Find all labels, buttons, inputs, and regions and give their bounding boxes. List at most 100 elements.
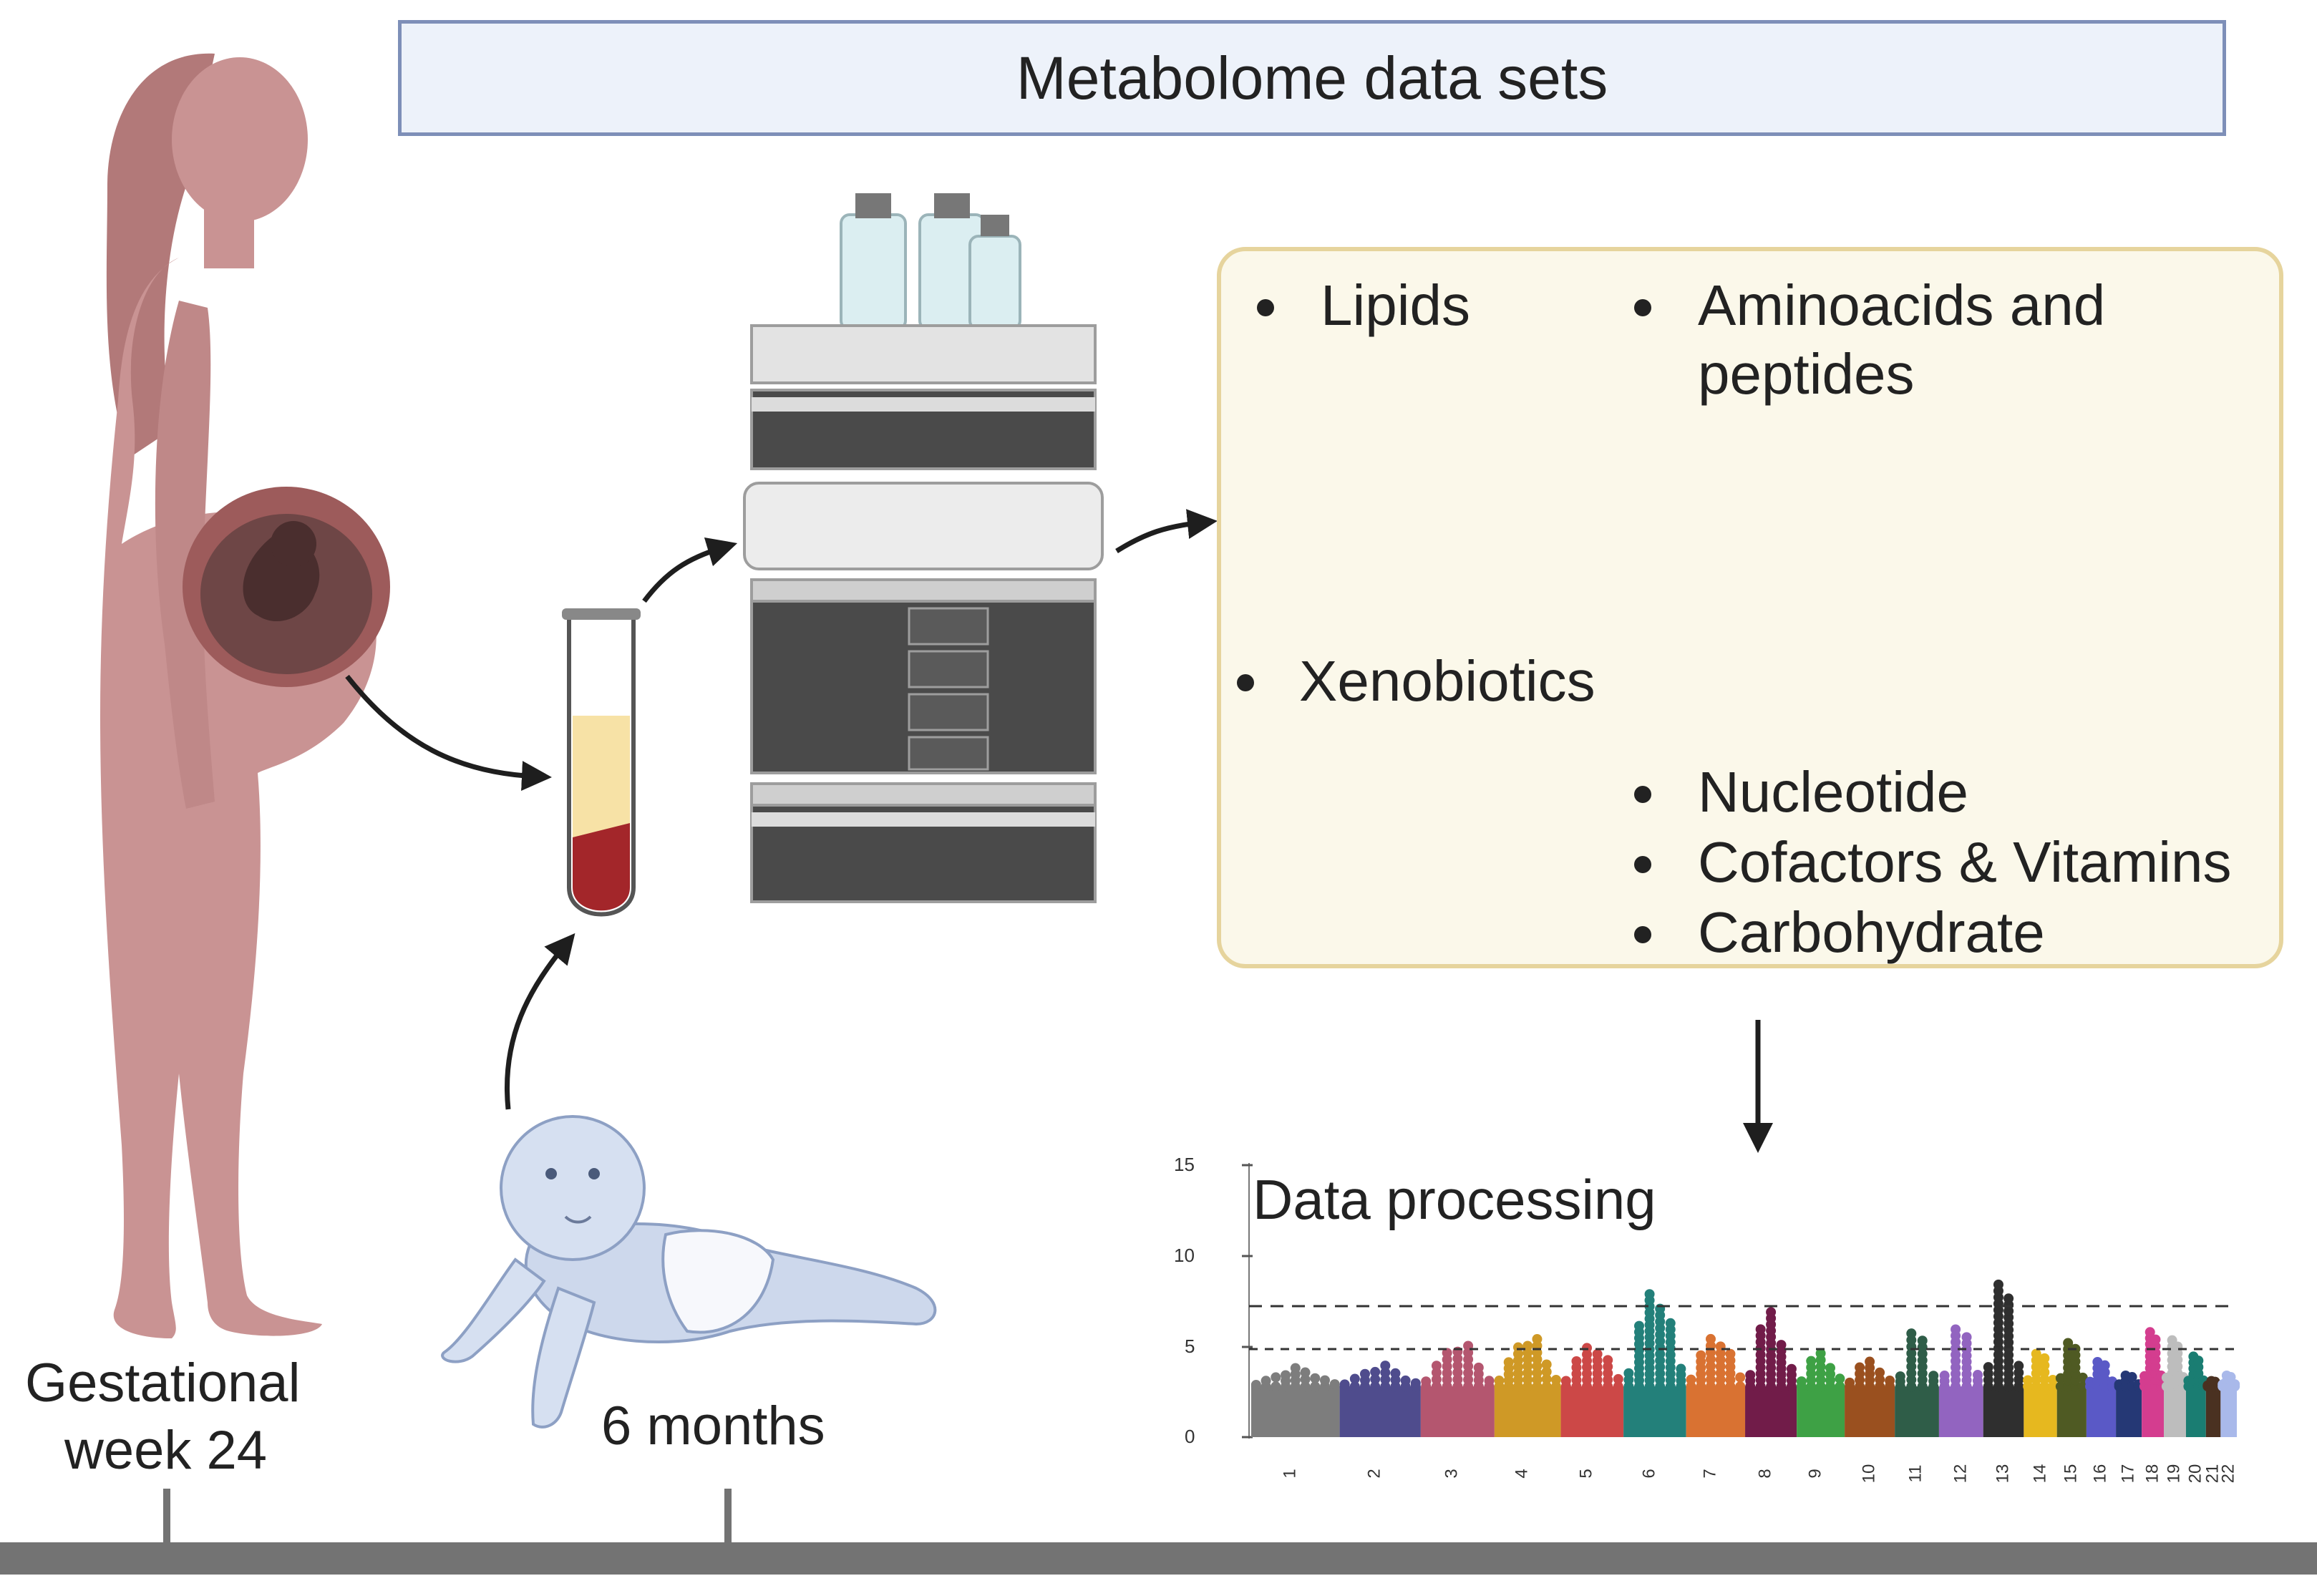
manhattan-point [1421, 1376, 1432, 1387]
chromosome-label: 17 [2118, 1464, 2138, 1484]
chromosome-block [1845, 1386, 1895, 1437]
manhattan-point [2077, 1381, 2088, 1392]
manhattan-point [2055, 1381, 2066, 1392]
manhattan-point [1928, 1371, 1939, 1381]
chromosome-label: 6 [1639, 1469, 1659, 1479]
chromosome-label: 1 [1280, 1469, 1300, 1479]
manhattan-point [1319, 1375, 1330, 1386]
chromosome-block [2205, 1386, 2221, 1437]
manhattan-point [1686, 1374, 1696, 1385]
arrow-tube-to-instrument [642, 537, 738, 603]
bullet [1634, 299, 1651, 316]
manhattan-point [1494, 1376, 1505, 1386]
lc-ms-instrument-icon [743, 193, 1104, 903]
manhattan-point [1281, 1370, 1291, 1381]
chromosome-block [2116, 1386, 2142, 1437]
manhattan-point [1541, 1359, 1552, 1370]
class-peptides: peptides [1698, 342, 1915, 406]
y-tick-label: 5 [1185, 1335, 1195, 1357]
manhattan-point [2014, 1361, 2024, 1371]
timeline [0, 1489, 2317, 1575]
chromosome-block [1895, 1386, 1939, 1437]
manhattan-point [1310, 1373, 1321, 1383]
manhattan-point [1550, 1374, 1561, 1385]
manhattan-point [2014, 1374, 2024, 1385]
manhattan-point [1745, 1370, 1756, 1381]
chromosome-block [1251, 1386, 1340, 1437]
manhattan-point [1271, 1372, 1281, 1383]
manhattan-point [2127, 1372, 2137, 1383]
chromosome-block [2024, 1386, 2057, 1437]
chromosome-block [1560, 1386, 1624, 1437]
bullet [1634, 926, 1651, 943]
gestational-label-line2: week 24 [64, 1420, 268, 1481]
manhattan-point [1431, 1374, 1442, 1385]
class-cofactors: Cofactors & Vitamins [1698, 830, 2232, 894]
manhattan-point [1370, 1366, 1381, 1377]
manhattan-point [1665, 1318, 1676, 1328]
manhattan-point [1983, 1362, 1993, 1373]
manhattan-point [1300, 1374, 1311, 1385]
chromosome-block [1983, 1386, 2024, 1437]
manhattan-point [2031, 1348, 2041, 1359]
manhattan-point [1532, 1334, 1543, 1345]
manhattan-point [1349, 1381, 1360, 1392]
manhattan-point [1993, 1279, 2003, 1290]
class-carbohydrate: Carbohydrate [1698, 900, 2045, 964]
manhattan-point [2099, 1367, 2110, 1378]
manhattan-point [1951, 1324, 1961, 1335]
manhattan-point [1390, 1368, 1401, 1378]
pregnant-woman-icon [100, 53, 390, 1338]
chromosome-block [2056, 1386, 2087, 1437]
manhattan-point [1613, 1373, 1623, 1384]
manhattan-point [1452, 1353, 1463, 1364]
manhattan-point [1825, 1363, 1836, 1373]
chromosome-label: 3 [1442, 1469, 1462, 1479]
manhattan-point [1776, 1340, 1787, 1351]
manhattan-point [1370, 1374, 1381, 1385]
chromosome-label: 11 [1905, 1464, 1925, 1483]
chromosome-block [1797, 1386, 1845, 1437]
chromosome-label: 9 [1805, 1469, 1825, 1479]
arrow-infant-to-tube [504, 933, 575, 1110]
infant-icon [441, 1115, 937, 1429]
y-tick-label: 10 [1174, 1245, 1195, 1266]
manhattan-point [1380, 1367, 1391, 1378]
manhattan-point [1735, 1381, 1746, 1392]
manhattan-point [1250, 1379, 1261, 1390]
manhattan-point [1400, 1375, 1411, 1386]
manhattan-point [1541, 1373, 1552, 1384]
chromosome-label: 4 [1512, 1469, 1532, 1479]
manhattan-point [1865, 1356, 1875, 1367]
manhattan-point [2047, 1374, 2058, 1385]
manhattan-point [1473, 1362, 1484, 1373]
y-tick-label: 15 [1174, 1154, 1195, 1175]
class-aminoacids: Aminoacids and [1698, 273, 2106, 337]
y-tick-label: 0 [1185, 1426, 1195, 1447]
manhattan-point [1370, 1381, 1381, 1392]
manhattan-point [1452, 1381, 1463, 1392]
manhattan-point [1512, 1342, 1523, 1353]
manhattan-point [1786, 1363, 1797, 1374]
manhattan-point [1290, 1363, 1301, 1373]
chromosome-block [1938, 1386, 1983, 1437]
chromosome-block [1339, 1386, 1421, 1437]
chromosome-label: 22 [2218, 1464, 2238, 1484]
manhattan-point [1917, 1335, 1928, 1346]
manhattan-point [1592, 1348, 1603, 1359]
metabolome-title-box: Metabolome data sets [398, 20, 2226, 136]
manhattan-point [1815, 1348, 1826, 1359]
bullet [1257, 299, 1274, 316]
manhattan-point [2014, 1381, 2024, 1392]
manhattan-point [1541, 1366, 1552, 1377]
manhattan-point [1835, 1373, 1845, 1384]
manhattan-point [1452, 1361, 1463, 1371]
manhattan-point [1431, 1381, 1442, 1392]
manhattan-point [1725, 1348, 1736, 1359]
chromosome-label: 14 [2029, 1464, 2049, 1484]
manhattan-point [2099, 1360, 2110, 1371]
class-lipids: Lipids [1321, 273, 1471, 337]
chromosome-block [1686, 1386, 1746, 1437]
manhattan-point [1300, 1367, 1311, 1378]
manhattan-point [1359, 1368, 1370, 1379]
